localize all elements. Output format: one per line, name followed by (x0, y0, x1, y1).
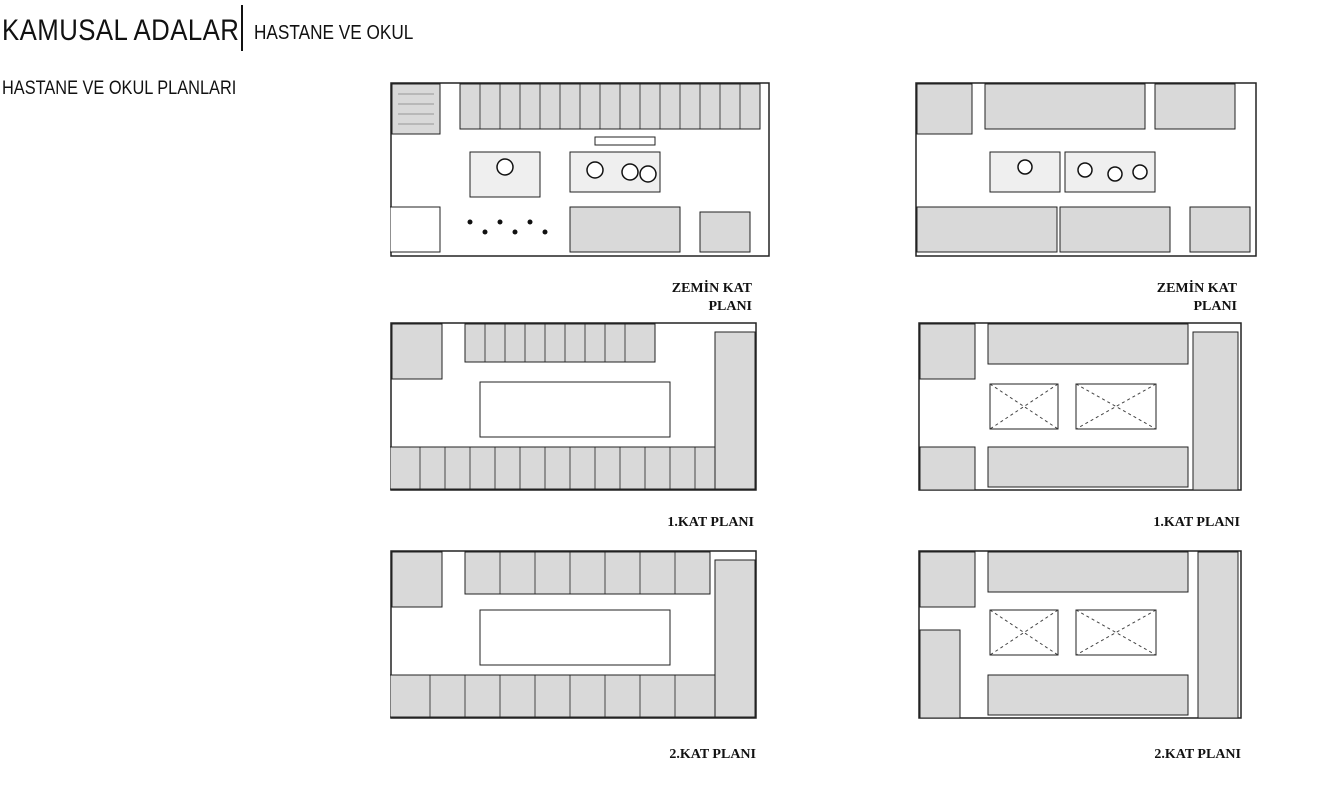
school-second-floor-plan (918, 550, 1243, 720)
school-ground-floor-plan (915, 82, 1260, 257)
hospital-first-floor-drawing (390, 322, 757, 491)
hospital-ground-floor-plan (390, 82, 770, 257)
school-ground-caption-line2: PLANI (1193, 299, 1237, 314)
hospital-first-floor-plan (390, 322, 758, 492)
header-subtitle: HASTANE VE OKUL (254, 22, 414, 44)
section-title: HASTANE VE OKUL PLANLARI (2, 78, 237, 99)
school-second-floor-drawing (918, 550, 1242, 719)
hospital-second-floor-plan (390, 550, 758, 720)
hospital-ground-caption-line1: ZEMİN KAT (671, 281, 752, 296)
hospital-second-floor-drawing (390, 550, 757, 719)
school-first-caption: 1.KAT PLANI (1153, 515, 1240, 530)
hospital-ground-caption: ZEMİN KAT PLANI (600, 280, 752, 316)
school-ground-floor-drawing (915, 82, 1257, 257)
school-second-caption: 2.KAT PLANI (1154, 747, 1241, 762)
hospital-ground-floor-drawing (390, 82, 770, 257)
hospital-second-caption: 2.KAT PLANI (669, 747, 756, 762)
hospital-first-caption: 1.KAT PLANI (667, 515, 754, 530)
header-title: KAMUSAL ADALAR (2, 14, 240, 47)
school-first-floor-drawing (918, 322, 1242, 491)
school-ground-caption-line1: ZEMİN KAT (1156, 281, 1237, 296)
header-divider (241, 5, 243, 51)
school-ground-caption: ZEMİN KAT PLANI (1085, 280, 1237, 316)
school-first-floor-plan (918, 322, 1243, 492)
hospital-ground-caption-line2: PLANI (708, 299, 752, 314)
